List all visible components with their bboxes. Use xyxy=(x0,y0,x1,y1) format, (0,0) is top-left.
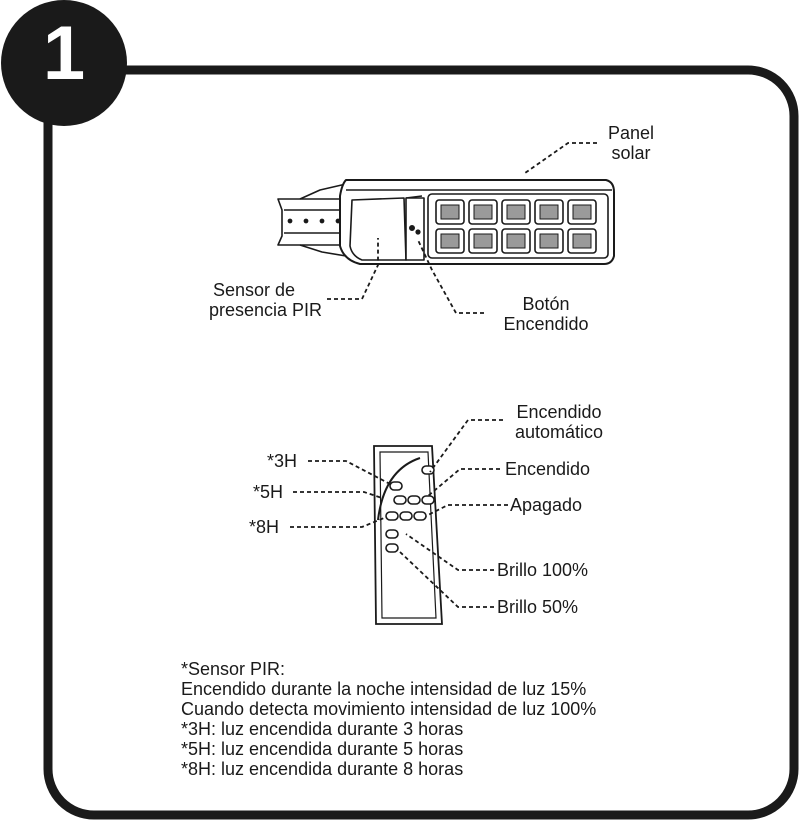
remote-button xyxy=(385,529,399,539)
label-solar-panel: Panel solar xyxy=(596,123,666,163)
label-auto-on-line1: Encendido xyxy=(516,402,602,422)
remote-button xyxy=(413,511,427,521)
label-pir-line2: presencia PIR xyxy=(208,300,322,320)
remote-button xyxy=(385,543,399,553)
remote-buttons xyxy=(385,465,435,553)
remote-button xyxy=(393,495,407,505)
label-timer-3h: *3H xyxy=(267,451,298,471)
pir-housing xyxy=(349,197,407,261)
solar-cell xyxy=(468,228,498,254)
leader-brightness-50 xyxy=(399,551,494,608)
leader-auto-on xyxy=(429,419,503,473)
remote-body xyxy=(373,445,443,625)
solar-cell xyxy=(468,199,498,225)
label-auto-on: Encendido automático xyxy=(504,402,614,442)
remote-button xyxy=(385,511,399,521)
label-power-button: Botón Encendido xyxy=(488,294,604,334)
notes-block: *Sensor PIR: Encendido durante la noche … xyxy=(181,659,596,779)
solar-cell xyxy=(567,199,597,225)
leader-solar-panel xyxy=(524,142,597,174)
leader-pir xyxy=(327,238,379,300)
label-solar-panel-line2: solar xyxy=(611,143,651,163)
label-pir-line1: Sensor de xyxy=(212,280,296,300)
remote-button xyxy=(389,481,403,491)
leader-8h xyxy=(290,517,385,528)
label-pir-sensor: Sensor de presencia PIR xyxy=(186,280,322,320)
leader-power-button xyxy=(417,239,484,314)
note-line: *5H: luz encendida durante 5 horas xyxy=(181,739,464,759)
step-badge xyxy=(1,0,127,126)
leader-lines xyxy=(290,142,597,608)
leader-brightness-100 xyxy=(405,533,494,571)
power-button-housing xyxy=(405,197,425,261)
note-line: *8H: luz encendida durante 8 horas xyxy=(181,759,464,779)
step-number: 1 xyxy=(42,11,86,96)
label-brightness-100: Brillo 100% xyxy=(497,560,589,580)
solar-cell xyxy=(435,228,465,254)
leader-5h xyxy=(293,491,383,499)
leader-3h xyxy=(308,460,391,485)
label-power-line1: Botón xyxy=(522,294,570,314)
label-brightness-50: Brillo 50% xyxy=(497,597,579,617)
solar-cell xyxy=(567,228,597,254)
label-power-line2: Encendido xyxy=(503,314,589,334)
remote-button xyxy=(407,495,421,505)
remote-button xyxy=(421,465,435,475)
label-solar-panel-line1: Panel xyxy=(607,123,655,143)
note-line: Encendido durante la noche intensidad de… xyxy=(181,679,587,699)
remote-arc xyxy=(377,457,421,521)
remote-button xyxy=(421,495,435,505)
label-timer-8h: *8H xyxy=(249,517,280,537)
leader-on xyxy=(427,468,500,497)
solar-cell xyxy=(534,199,564,225)
frame-border xyxy=(43,65,799,820)
label-timer-5h: *5H xyxy=(253,482,284,502)
label-auto-on-line2: automático xyxy=(514,422,604,442)
note-line: *Sensor PIR: xyxy=(181,659,286,679)
solar-cell xyxy=(534,228,564,254)
remote-control-illustration xyxy=(373,445,443,625)
note-line: *3H: luz encendida durante 3 horas xyxy=(181,719,464,739)
solar-cell xyxy=(501,228,531,254)
solar-cell xyxy=(501,199,531,225)
solar-cells xyxy=(435,199,597,254)
note-line: Cuando detecta movimiento intensidad de … xyxy=(181,699,597,719)
remote-button xyxy=(399,511,413,521)
solar-cell xyxy=(435,199,465,225)
leader-off xyxy=(425,504,508,517)
label-on: Encendido xyxy=(505,459,591,479)
label-off: Apagado xyxy=(510,495,583,515)
